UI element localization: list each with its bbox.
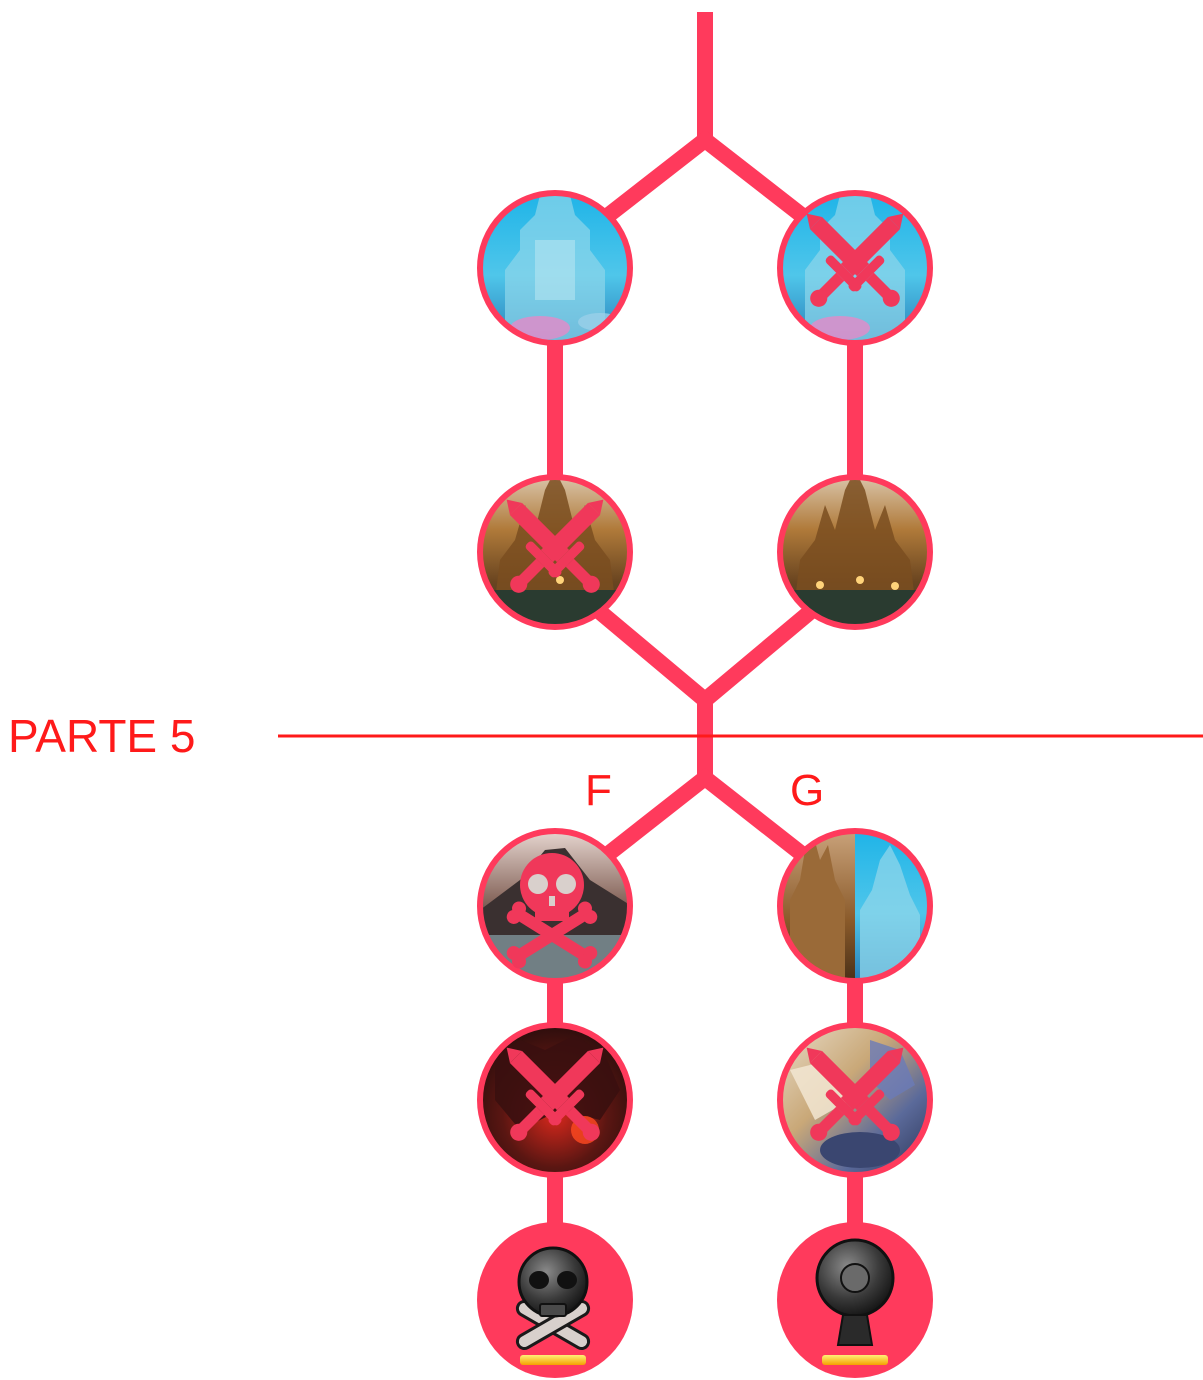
node-g-2[interactable] bbox=[777, 1022, 933, 1178]
section-label: PARTE 5 bbox=[8, 710, 195, 762]
branch-label-g: G bbox=[790, 766, 824, 815]
skull-crossbones-icon bbox=[506, 853, 598, 969]
node-upper-right-2[interactable] bbox=[777, 470, 933, 630]
fork-top bbox=[587, 129, 823, 235]
node-upper-left-2[interactable] bbox=[477, 470, 633, 630]
node-upper-right-1[interactable] bbox=[777, 180, 933, 346]
branch-label-f: F bbox=[585, 766, 612, 815]
node-f-2[interactable] bbox=[477, 1022, 633, 1178]
node-f-1[interactable] bbox=[477, 828, 633, 984]
node-f-3-ending[interactable] bbox=[477, 1222, 633, 1378]
merge-lower bbox=[594, 605, 816, 711]
dragon-trophy-icon bbox=[815, 1238, 895, 1365]
node-g-3-ending[interactable] bbox=[777, 1222, 933, 1378]
golden-castle-image bbox=[780, 477, 930, 627]
fork-lower bbox=[593, 767, 817, 869]
skull-trophy-icon bbox=[515, 1246, 591, 1365]
node-upper-left-1[interactable] bbox=[477, 180, 633, 346]
winged-dragon-image bbox=[780, 1025, 930, 1175]
node-g-1[interactable] bbox=[777, 828, 933, 984]
